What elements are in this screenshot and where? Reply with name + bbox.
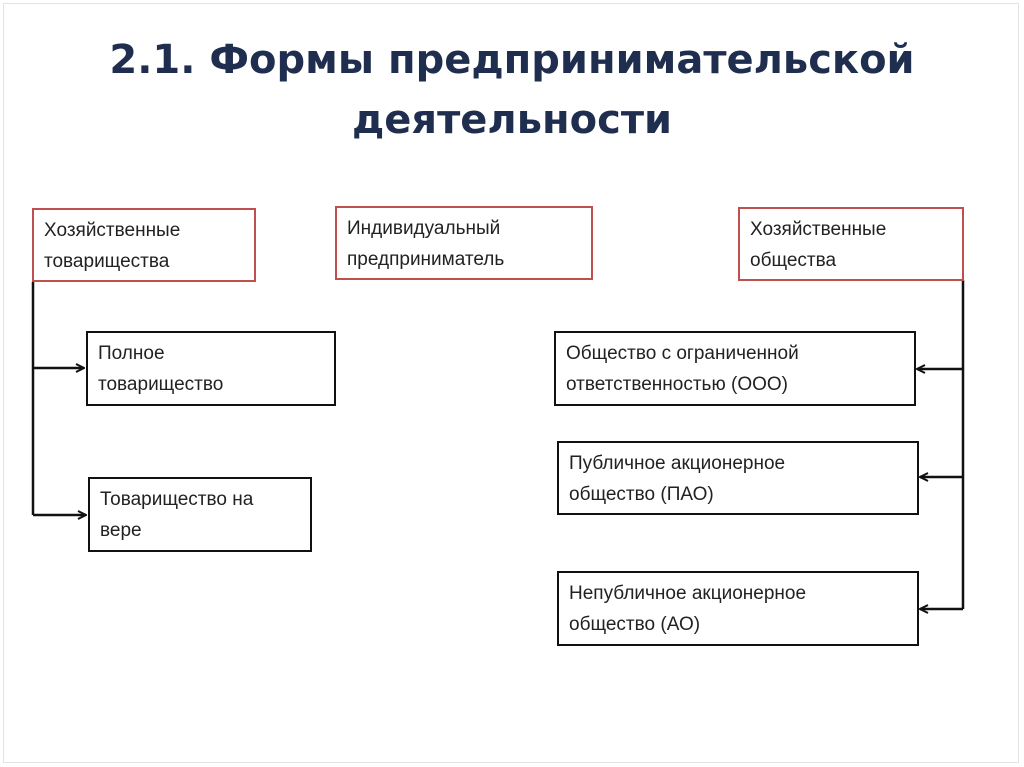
ooo-line-2: ответственностью (ООО) <box>566 374 788 395</box>
category-partnerships-line-1: Хозяйственные <box>44 220 181 241</box>
pao-line-2: общество (ПАО) <box>569 484 714 505</box>
category-companies-line-1: Хозяйственные <box>750 219 887 240</box>
category-companies-line-2: общества <box>750 250 837 271</box>
category-companies-box: Хозяйственные общества <box>738 207 964 281</box>
ao-line-2: общество (АО) <box>569 614 701 635</box>
ooo-line-1: Общество с ограниченной <box>566 343 799 364</box>
category-partnerships-box: Хозяйственные товарищества <box>32 208 256 282</box>
category-individual-line-1: Индивидуальный <box>347 218 501 239</box>
full-partnership-line-1: Полное <box>98 343 165 364</box>
limited-partnership-box: Товарищество на вере <box>88 477 312 552</box>
slide-title: 2.1. Формы предпринимательской деятельно… <box>40 30 984 150</box>
full-partnership-line-2: товарищество <box>98 374 224 395</box>
category-individual-line-2: предприниматель <box>347 249 505 270</box>
limited-partnership-line-2: вере <box>100 520 142 541</box>
ooo-box: Общество с ограниченной ответственностью… <box>554 331 916 406</box>
pao-line-1: Публичное акционерное <box>569 453 786 474</box>
category-partnerships-line-2: товарищества <box>44 251 170 272</box>
full-partnership-box: Полное товарищество <box>86 331 336 406</box>
category-individual-box: Индивидуальный предприниматель <box>335 206 593 280</box>
title-line-1: 2.1. Формы предпринимательской <box>109 37 915 83</box>
pao-box: Публичное акционерное общество (ПАО) <box>557 441 919 515</box>
title-line-2: деятельности <box>351 97 673 143</box>
ao-box: Непубличное акционерное общество (АО) <box>557 571 919 646</box>
slide-frame <box>3 3 1019 763</box>
limited-partnership-line-1: Товарищество на <box>100 489 254 510</box>
ao-line-1: Непубличное акционерное <box>569 583 807 604</box>
